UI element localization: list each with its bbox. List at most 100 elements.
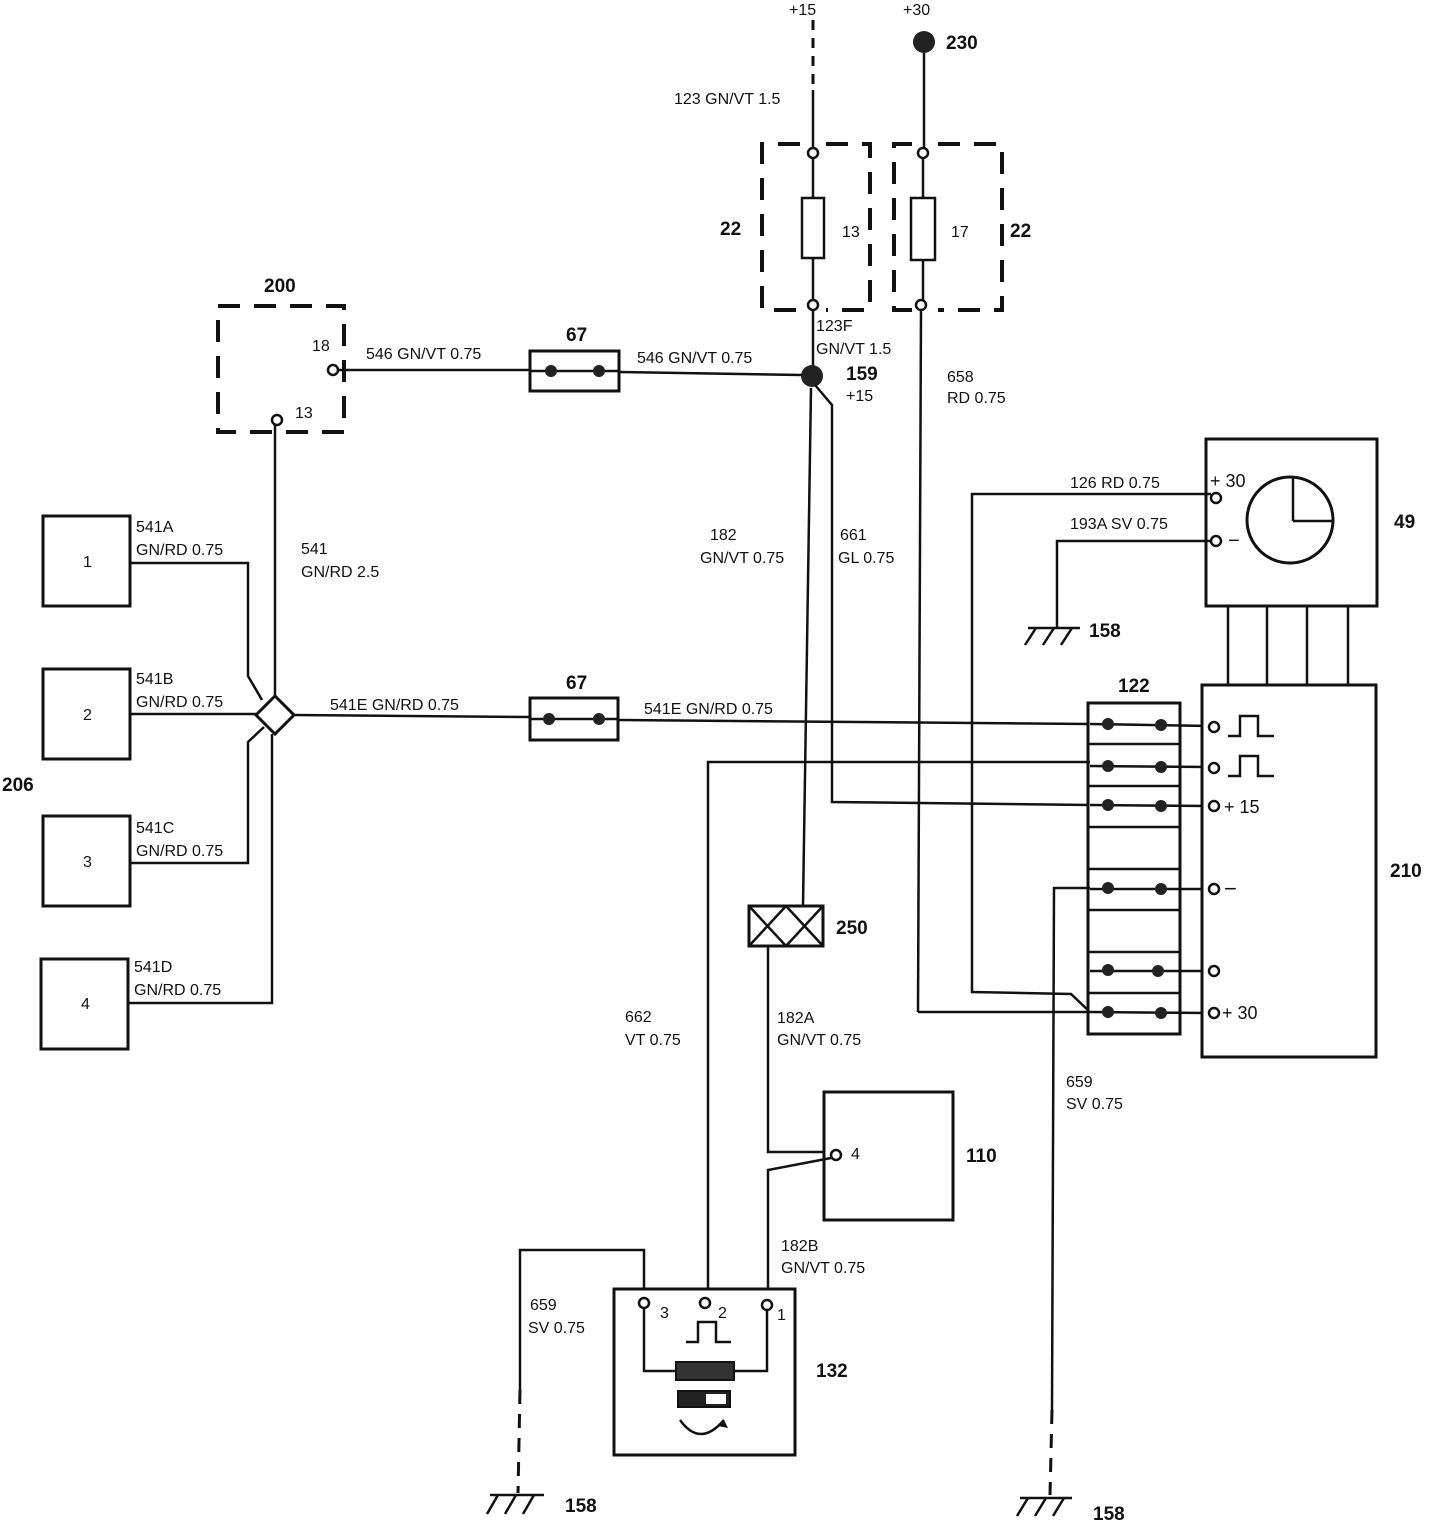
sensor-2: 2 <box>41 667 132 761</box>
wire-541e-left-label: 541E GN/RD 0.75 <box>330 697 459 714</box>
pin-plus15-210: + 15 <box>1224 797 1260 817</box>
wire-658-label: 658 <box>947 369 974 386</box>
wire-658-spec: RD 0.75 <box>947 390 1006 407</box>
sensor-2-label: 2 <box>83 707 92 724</box>
component-132: 3 2 1 132 <box>612 1287 848 1457</box>
pin-1-132: 1 <box>777 1307 786 1324</box>
component-49-label: 49 <box>1394 512 1415 533</box>
wire-659-right-spec: SV 0.75 <box>1066 1096 1123 1113</box>
fuse-box-22-left-label: 22 <box>720 219 741 240</box>
wire-182b-spec: GN/VT 0.75 <box>781 1260 865 1277</box>
wire-182-spec: GN/VT 0.75 <box>700 550 784 567</box>
pin-2-132: 2 <box>718 1305 727 1322</box>
component-49: + 30 − 49 <box>1204 437 1415 685</box>
pin-minus-210: − <box>1224 876 1237 901</box>
node-159-label: 159 <box>846 364 878 385</box>
pulse-icon-1 <box>1228 714 1274 738</box>
wire-541c-spec: GN/RD 0.75 <box>136 843 223 860</box>
node-230 <box>913 31 935 53</box>
splice-250-label: 250 <box>836 918 868 939</box>
pin-4-110: 4 <box>851 1146 860 1163</box>
connector-67-mid: 67 <box>528 673 620 742</box>
component-210: + 15 − + 30 210 <box>1200 683 1422 1059</box>
fuse-17 <box>909 196 937 262</box>
wire-659-left-spec: SV 0.75 <box>528 1320 585 1337</box>
sensor-1-label: 1 <box>83 554 92 571</box>
pin-13-label: 13 <box>295 405 313 422</box>
fuse-box-22-left: 13 22 <box>720 142 872 312</box>
component-200: 200 18 13 <box>216 276 346 434</box>
wire-661-spec: GL 0.75 <box>838 550 894 567</box>
component-132-label: 132 <box>816 1361 848 1382</box>
wire-123f-spec: GN/VT 1.5 <box>816 341 891 358</box>
pin-18-label: 18 <box>312 338 330 355</box>
node-159-sub: +15 <box>846 388 873 405</box>
sensor-group-206-label: 206 <box>2 775 34 796</box>
connector-block-122: 122 <box>1086 676 1211 1036</box>
wire-182a-label: 182A <box>777 1010 815 1027</box>
wire-546-right-label: 546 GN/VT 0.75 <box>637 350 752 367</box>
component-110-label: 110 <box>966 1146 997 1167</box>
wire-662-spec: VT 0.75 <box>625 1032 681 1049</box>
pin-3-132: 3 <box>660 1305 669 1322</box>
node-159 <box>801 365 823 387</box>
ground-158-bottom-right: 158 <box>1015 1496 1125 1525</box>
wire-182-label: 182 <box>710 527 737 544</box>
fuse-13-label: 13 <box>842 224 860 241</box>
connector-67-top: 67 <box>528 325 621 393</box>
wire-659-left-label: 659 <box>530 1297 557 1314</box>
component-210-label: 210 <box>1390 861 1422 882</box>
wire-541-spec: GN/RD 2.5 <box>301 564 379 581</box>
wire-541a-label: 541A <box>136 519 174 536</box>
pin-plus30-210: + 30 <box>1222 1003 1258 1023</box>
wire-182a-spec: GN/VT 0.75 <box>777 1032 861 1049</box>
component-110: 4 110 <box>822 1090 997 1222</box>
connector-67-top-label: 67 <box>566 325 587 346</box>
fuse-box-22-right: 17 22 <box>892 142 1031 312</box>
wire-541c-label: 541C <box>136 820 174 837</box>
wire-661-label: 661 <box>840 527 867 544</box>
node-230-label: 230 <box>946 33 978 54</box>
splice-250: 250 <box>747 904 868 948</box>
wire-541b-spec: GN/RD 0.75 <box>136 694 223 711</box>
connector-block-122-label: 122 <box>1118 676 1150 697</box>
pin-plus30-49: + 30 <box>1210 471 1246 491</box>
supply-plus30: +30 230 <box>903 2 978 152</box>
wire-541d-spec: GN/RD 0.75 <box>134 982 221 999</box>
ground-158-top: 158 <box>1023 621 1121 646</box>
plus15-label: +15 <box>789 2 816 19</box>
component-200-label: 200 <box>264 276 296 297</box>
ground-158-top-label: 158 <box>1089 621 1121 642</box>
fuse-17-label: 17 <box>951 224 969 241</box>
splice-diamond <box>253 693 297 737</box>
sensor-1: 1 <box>41 514 132 608</box>
fuse-13 <box>800 196 826 260</box>
connector-67-mid-label: 67 <box>566 673 587 694</box>
sensor-element <box>675 1361 735 1381</box>
wire-541-label: 541 <box>301 541 328 558</box>
wire-541e-right-label: 541E GN/RD 0.75 <box>644 701 773 718</box>
wire-123-label: 123 GN/VT 1.5 <box>674 91 781 108</box>
ground-158-bottom-left: 158 <box>485 1493 597 1517</box>
sensor-4: 4 <box>39 957 130 1051</box>
supply-plus15: +15 123 GN/VT 1.5 <box>674 2 816 152</box>
wire-193a-label: 193A SV 0.75 <box>1070 516 1168 533</box>
wire-662-label: 662 <box>625 1009 652 1026</box>
wire-546-left-label: 546 GN/VT 0.75 <box>366 346 481 363</box>
ground-158-bl-label: 158 <box>565 1496 597 1517</box>
wire-541a-spec: GN/RD 0.75 <box>136 542 223 559</box>
pulse-icon-2 <box>1228 754 1274 778</box>
wire-659-right-label: 659 <box>1066 1074 1093 1091</box>
pulse-icon-132 <box>686 1320 731 1344</box>
wire-123f-label: 123F <box>816 318 853 335</box>
wire-541d-label: 541D <box>134 959 172 976</box>
pin-minus-49: − <box>1228 530 1240 552</box>
fuse-box-22-right-label: 22 <box>1010 221 1031 242</box>
sensor-3: 3 <box>41 814 132 908</box>
wire-182b-label: 182B <box>781 1238 818 1255</box>
plus30-label: +30 <box>903 2 930 19</box>
wire-541b-label: 541B <box>136 671 173 688</box>
sensor-3-label: 3 <box>83 854 92 871</box>
ground-158-br-label: 158 <box>1093 1504 1125 1525</box>
